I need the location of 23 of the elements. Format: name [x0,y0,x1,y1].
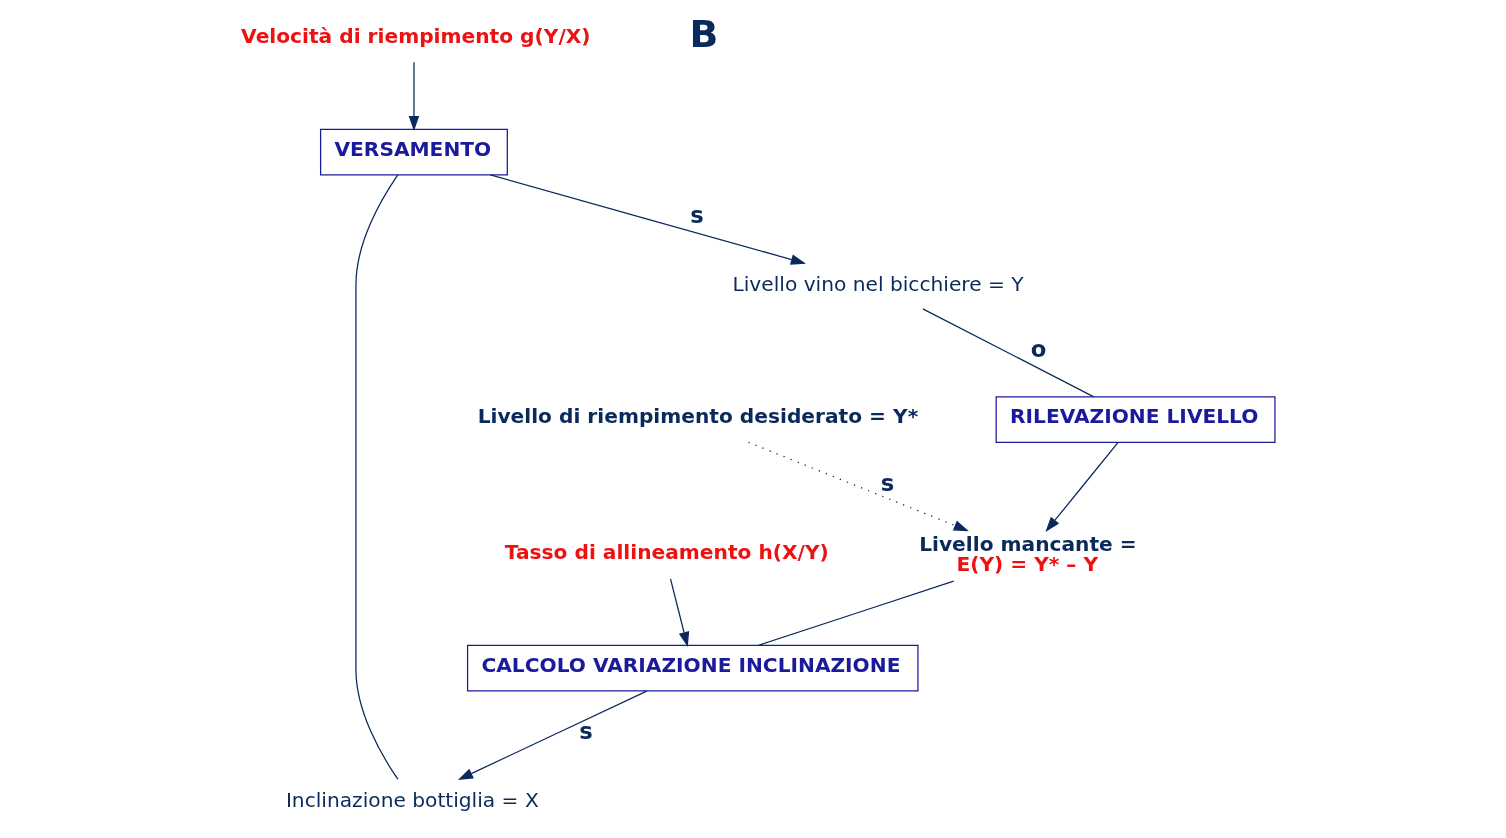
node-text: Inclinazione bottiglia = X [285,787,539,812]
connector [355,174,399,780]
edge-label: o [1030,336,1047,363]
arrow [669,578,690,648]
node-text: Livello di riempimento desiderato = Y* [477,404,919,429]
node-box: CALCOLO VARIAZIONE INCLINAZIONE [466,644,919,692]
edge-label: s [579,718,593,745]
node-text: Livello vino nel bicchiere = Y [732,271,1024,296]
node-box: RILEVAZIONE LIVELLO [995,396,1276,443]
node-text: Velocità di riempimento g(Y/X) [241,23,591,48]
node-text: Tasso di allineamento h(X/Y) [504,540,829,565]
connector [922,308,1095,398]
edge-label: s [690,202,704,229]
arrow [408,61,420,132]
node-box: VERSAMENTO [320,128,508,176]
edge-label: s [880,469,895,496]
label: B [689,12,719,57]
connector [757,580,955,646]
arrow [1045,441,1119,532]
arrow [489,174,806,265]
node-text: Livello mancante = E(Y) = Y* – Y [919,531,1137,576]
arrow [457,690,648,780]
arrow [747,441,969,532]
